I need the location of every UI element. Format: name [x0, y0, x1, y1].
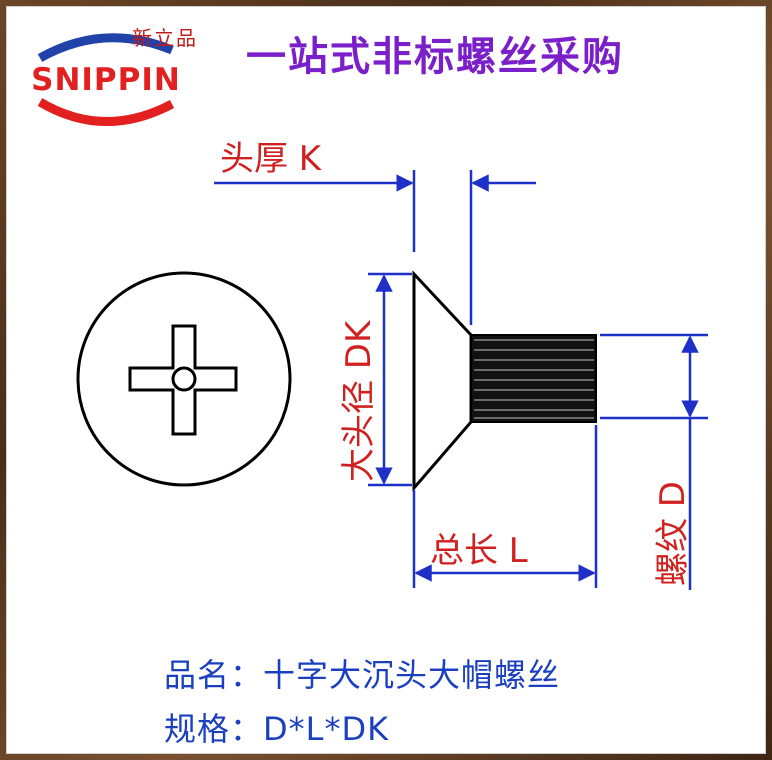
screw-head-top-view [76, 271, 292, 487]
dimension-lines [214, 170, 708, 590]
countersunk-head [412, 270, 473, 493]
logo-arc-bottom [37, 98, 175, 126]
snippin-logo: SNIPPIN [31, 33, 181, 126]
logo-arc-top [37, 33, 174, 62]
brand-chinese-name: 新立品 [132, 26, 198, 50]
product-spec: 规格：D*L*DK [164, 710, 390, 748]
headline: 一站式非标螺丝采购 [246, 34, 624, 80]
thread-lines [474, 339, 594, 419]
recess-center [171, 366, 197, 392]
product-name: 品名：十字大沉头大帽螺丝 [164, 656, 561, 694]
logo-text: SNIPPIN [31, 62, 181, 98]
label-total-length: 总长 L [430, 531, 528, 571]
threaded-shank [470, 334, 597, 423]
label-head-thickness: 头厚 K [220, 139, 323, 179]
screw-side-view [412, 270, 597, 493]
label-thread: 螺纹 D [653, 481, 693, 586]
label-head-diameter: 大头径 DK [339, 319, 379, 482]
